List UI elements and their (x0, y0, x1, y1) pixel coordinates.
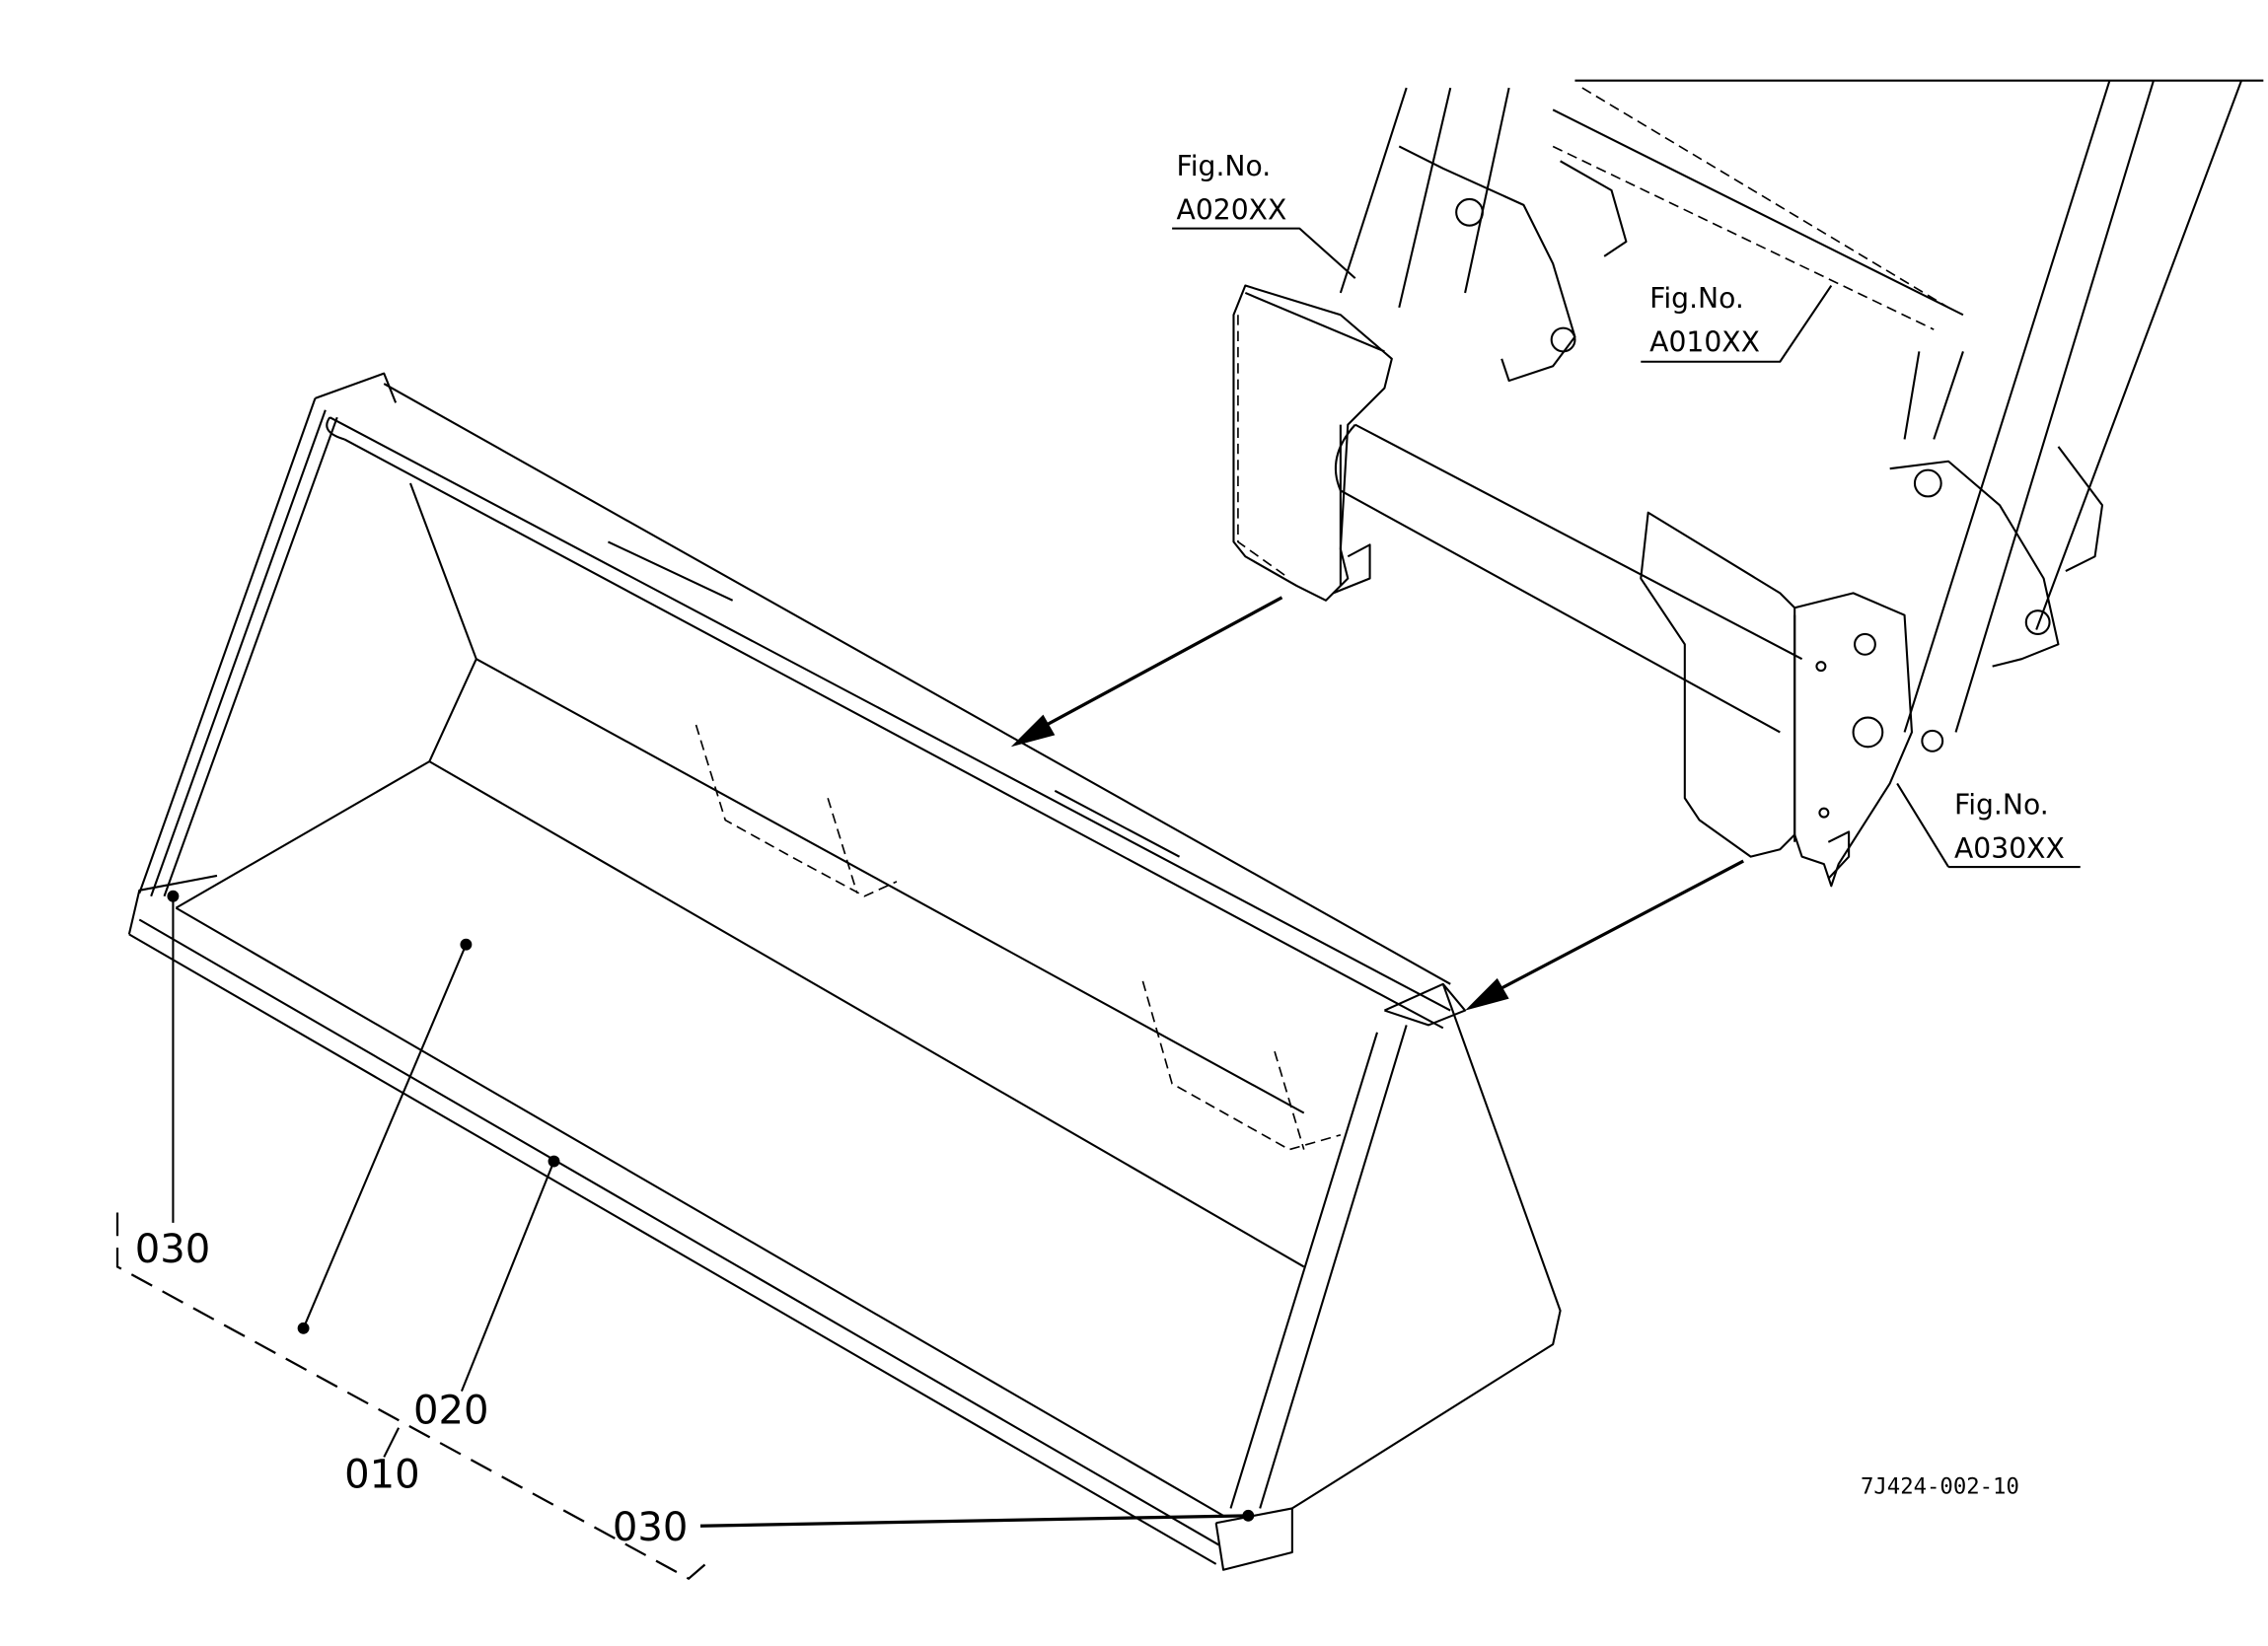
fig-no-label: Fig.No. (1954, 789, 2049, 822)
loader-frame (1232, 79, 2264, 888)
arrow-right (1486, 859, 1744, 998)
mounting-arrows (1010, 596, 1744, 1011)
fig-no-label: Fig.No. (1649, 282, 1744, 315)
fig-code: A030XX (1954, 832, 2065, 865)
arrow-left (1032, 596, 1283, 734)
fig-code: A010XX (1649, 325, 1760, 358)
bucket (127, 372, 1562, 1571)
drawing-number: 7J424-002-10 (1861, 1474, 2019, 1500)
figure-ref-a030[interactable]: Fig.No. A030XX (1896, 782, 2081, 869)
part-label-020: 020 (413, 1388, 489, 1433)
fig-code: A020XX (1177, 194, 1287, 227)
part-label-010: 010 (344, 1453, 420, 1498)
figure-ref-a020[interactable]: Fig.No. A020XX (1172, 150, 1356, 279)
part-callouts: 030 020 010 030 (115, 890, 1255, 1581)
part-label-030-left: 030 (135, 1227, 211, 1272)
fig-no-label: Fig.No. (1177, 150, 1272, 182)
part-label-030-bottom: 030 (613, 1505, 689, 1550)
figure-ref-a010[interactable]: Fig.No. A010XX (1641, 282, 1833, 363)
